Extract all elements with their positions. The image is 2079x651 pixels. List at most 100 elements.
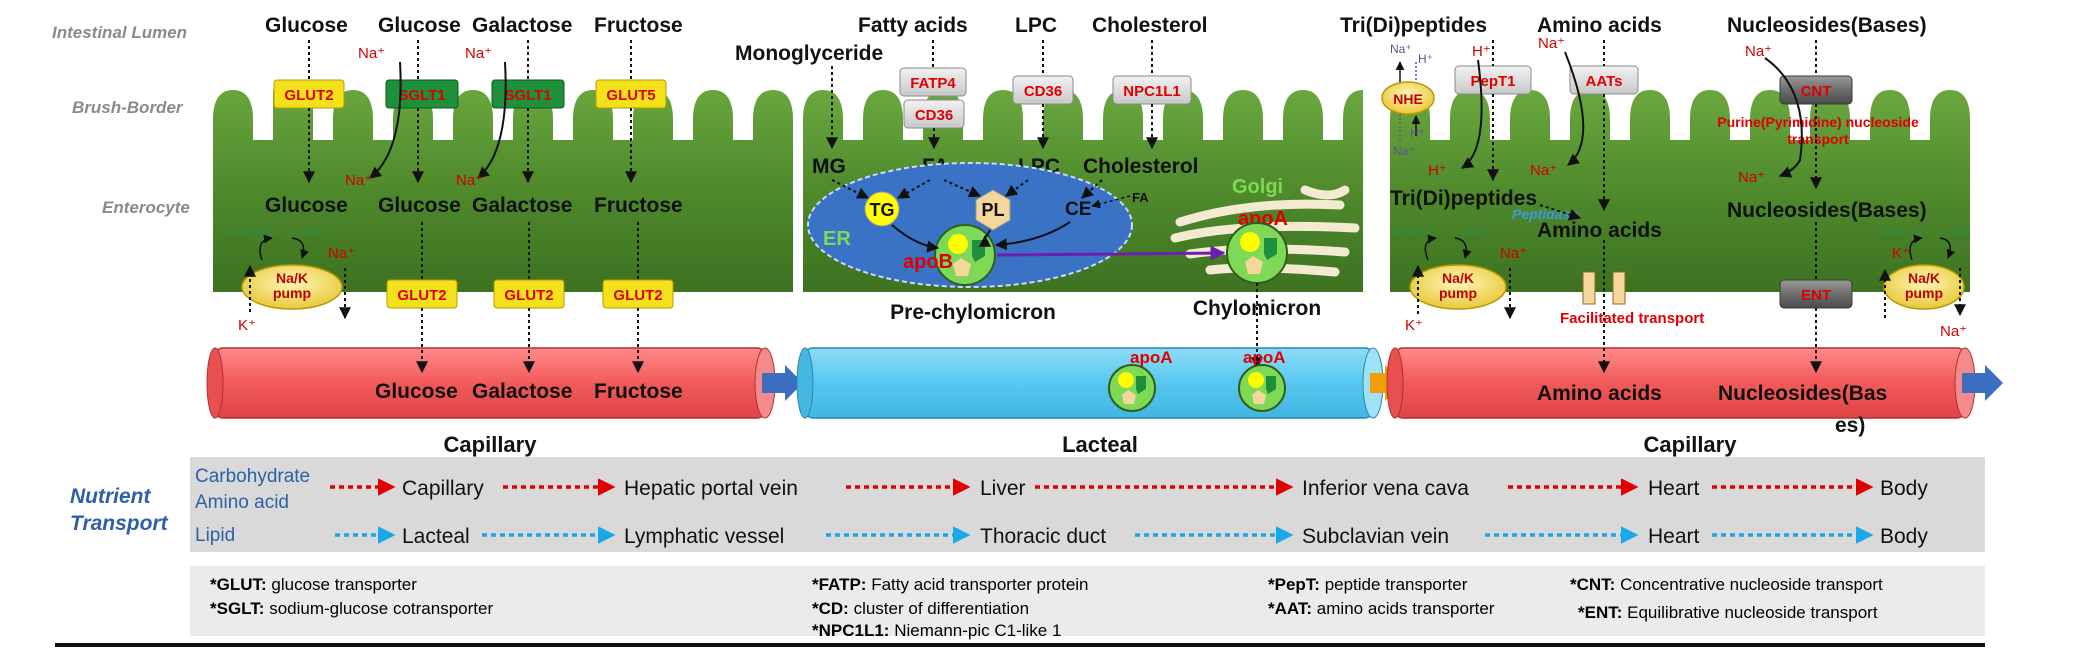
- svg-text:CNT: CNT: [1801, 83, 1832, 100]
- na-label: Na⁺: [1738, 169, 1765, 186]
- svg-text:NHE: NHE: [1393, 91, 1423, 107]
- cell-mg: MG: [812, 155, 846, 178]
- apob-label: apoB: [903, 251, 953, 273]
- tg-label: TG: [870, 200, 895, 220]
- pre-chylomicron-label: Pre-chylomicron: [890, 301, 1056, 324]
- route-subclavian-vein: Subclavian vein: [1302, 525, 1449, 548]
- golgi-label: Golgi: [1232, 176, 1283, 198]
- glut2-apical: GLUT2: [273, 79, 345, 109]
- h-label-small: H⁺: [1418, 52, 1433, 66]
- svg-text:FATP4: FATP4: [910, 75, 956, 92]
- h-label-small: H⁺: [1410, 126, 1425, 140]
- apoa-label-vessel-1: apoA: [1130, 348, 1173, 367]
- pl-molecule: [975, 189, 1011, 231]
- k-label: K⁺: [238, 317, 256, 334]
- cd36-transporter-1: CD36: [903, 99, 965, 129]
- svg-text:GLUT2: GLUT2: [397, 287, 446, 304]
- chylomicron-in-lacteal-2: [1238, 364, 1286, 412]
- side-label-lumen: Intestinal Lumen: [52, 23, 187, 42]
- svg-text:GLUT2: GLUT2: [613, 287, 662, 304]
- glut2-basal-2: GLUT2: [493, 279, 565, 309]
- nhe-exchanger: NHE: [1381, 81, 1435, 115]
- lumen-fructose: Fructose: [594, 14, 683, 37]
- enterocyte-panel-protein: [1390, 90, 1970, 292]
- svg-text:GLUT2: GLUT2: [504, 287, 553, 304]
- vessel-label-lacteal: Lacteal: [1062, 432, 1138, 457]
- cell-glucose-2: Glucose: [378, 194, 461, 217]
- fatp4-transporter: FATP4: [899, 67, 967, 97]
- legend-aat: *AAT: amino acids transporter: [1268, 599, 1495, 618]
- legend-fatp: *FATP: Fatty acid transporter protein: [812, 575, 1089, 594]
- amino-acid-label: Amino acid: [195, 492, 289, 513]
- ent-transporter: ENT: [1779, 279, 1853, 309]
- route-heart: Heart: [1648, 477, 1700, 500]
- peptidase-label: Peptidase: [1512, 206, 1578, 222]
- route-thoracic-duct: Thoracic duct: [980, 525, 1106, 548]
- na-k-pump: Na/K pump: [1883, 264, 1965, 310]
- side-label-enterocyte: Enterocyte: [102, 198, 190, 217]
- adp-label: ADP+Pi: [228, 225, 270, 239]
- capillary-glucose: Glucose: [375, 380, 458, 403]
- svg-text:Na/K: Na/K: [1442, 270, 1474, 286]
- svg-text:CD36: CD36: [1024, 83, 1062, 100]
- er-label: ER: [823, 228, 851, 250]
- route-body-lymph: Body: [1880, 525, 1928, 548]
- sglt1-transporter-2: SGLT1: [491, 79, 565, 109]
- cnt-transporter: CNT: [1779, 75, 1853, 105]
- sglt1-transporter-1: SGLT1: [385, 79, 459, 109]
- chylomicron-label: Chylomicron: [1193, 297, 1321, 320]
- legend-cd: *CD: cluster of differentiation: [812, 599, 1029, 618]
- svg-text:pump: pump: [273, 285, 311, 301]
- cell-cholesterol: Cholesterol: [1083, 155, 1199, 178]
- capillary-nucleosides-1: Nucleosides(Bas: [1718, 382, 1887, 405]
- legend-ent: *ENT: Equilibrative nucleoside transport: [1578, 603, 1878, 622]
- capillary-nucleosides-2: es): [1835, 414, 1865, 437]
- lumen-glucose-2: Glucose: [378, 14, 461, 37]
- capillary-vessel-right: [1386, 347, 2003, 419]
- flow-arrow-icon: [1962, 365, 2003, 401]
- na-label: Na⁺: [358, 45, 385, 62]
- ce-label: CE: [1065, 199, 1091, 220]
- capillary-galactose: Galactose: [472, 380, 572, 403]
- cell-fructose: Fructose: [594, 194, 683, 217]
- legend-glut: *GLUT: glucose transporter: [210, 575, 417, 594]
- pept1-transporter: PepT1: [1454, 65, 1532, 95]
- route-body: Body: [1880, 477, 1928, 500]
- svg-text:PepT1: PepT1: [1470, 73, 1515, 90]
- npc1l1-transporter: NPC1L1: [1112, 75, 1192, 105]
- enterocyte-panel-carbohydrate: [213, 82, 793, 292]
- facilitated-transport-label: Facilitated transport: [1560, 310, 1704, 327]
- chylomicron-particle: [1226, 222, 1288, 284]
- na-label: Na⁺: [456, 172, 483, 189]
- na-label: Na⁺: [1745, 43, 1772, 60]
- cell-galactose: Galactose: [472, 194, 572, 217]
- svg-text:pump: pump: [1905, 285, 1943, 301]
- h-label: H⁺: [1428, 162, 1447, 179]
- panel-lipid: Fatty acids LPC Cholesterol Monoglycerid…: [735, 14, 1360, 457]
- vessel-label-capillary-right: Capillary: [1644, 432, 1738, 457]
- abbreviation-legend: *GLUT: glucose transporter *SGLT: sodium…: [190, 566, 1985, 640]
- fa-small-label: FA: [1132, 190, 1149, 205]
- k-label: K⁺: [1405, 317, 1423, 334]
- lumen-lpc: LPC: [1015, 14, 1057, 37]
- k-label: K⁺: [1892, 245, 1910, 262]
- svg-text:pump: pump: [1439, 285, 1477, 301]
- route-lymphatic-vessel: Lymphatic vessel: [624, 525, 784, 548]
- na-label: Na⁺: [1538, 35, 1565, 52]
- tg-molecule: [864, 191, 900, 227]
- capillary-vessel-left: [206, 347, 803, 419]
- adp-label: ADP+Pi: [1393, 225, 1435, 239]
- svg-text:GLUT2: GLUT2: [284, 87, 333, 104]
- nutrient-transport-section: Nutrient Transport Carbohydrate Amino ac…: [70, 457, 1985, 552]
- apoa-label-vessel-2: apoA: [1243, 348, 1286, 367]
- cell-tri-di-peptides: Tri(Di)peptides: [1390, 187, 1537, 210]
- svg-text:SGLT1: SGLT1: [504, 87, 551, 104]
- lumen-fatty-acids: Fatty acids: [858, 14, 968, 37]
- na-label: Na⁺: [1530, 162, 1557, 179]
- aats-transporter: AATs: [1569, 65, 1639, 95]
- bottom-rule: [55, 643, 1985, 647]
- na-label-small: Na⁺: [1393, 144, 1415, 158]
- na-label: Na⁺: [345, 172, 372, 189]
- na-label: Na⁺: [1500, 245, 1527, 262]
- lacteal-vessel: [796, 347, 1403, 419]
